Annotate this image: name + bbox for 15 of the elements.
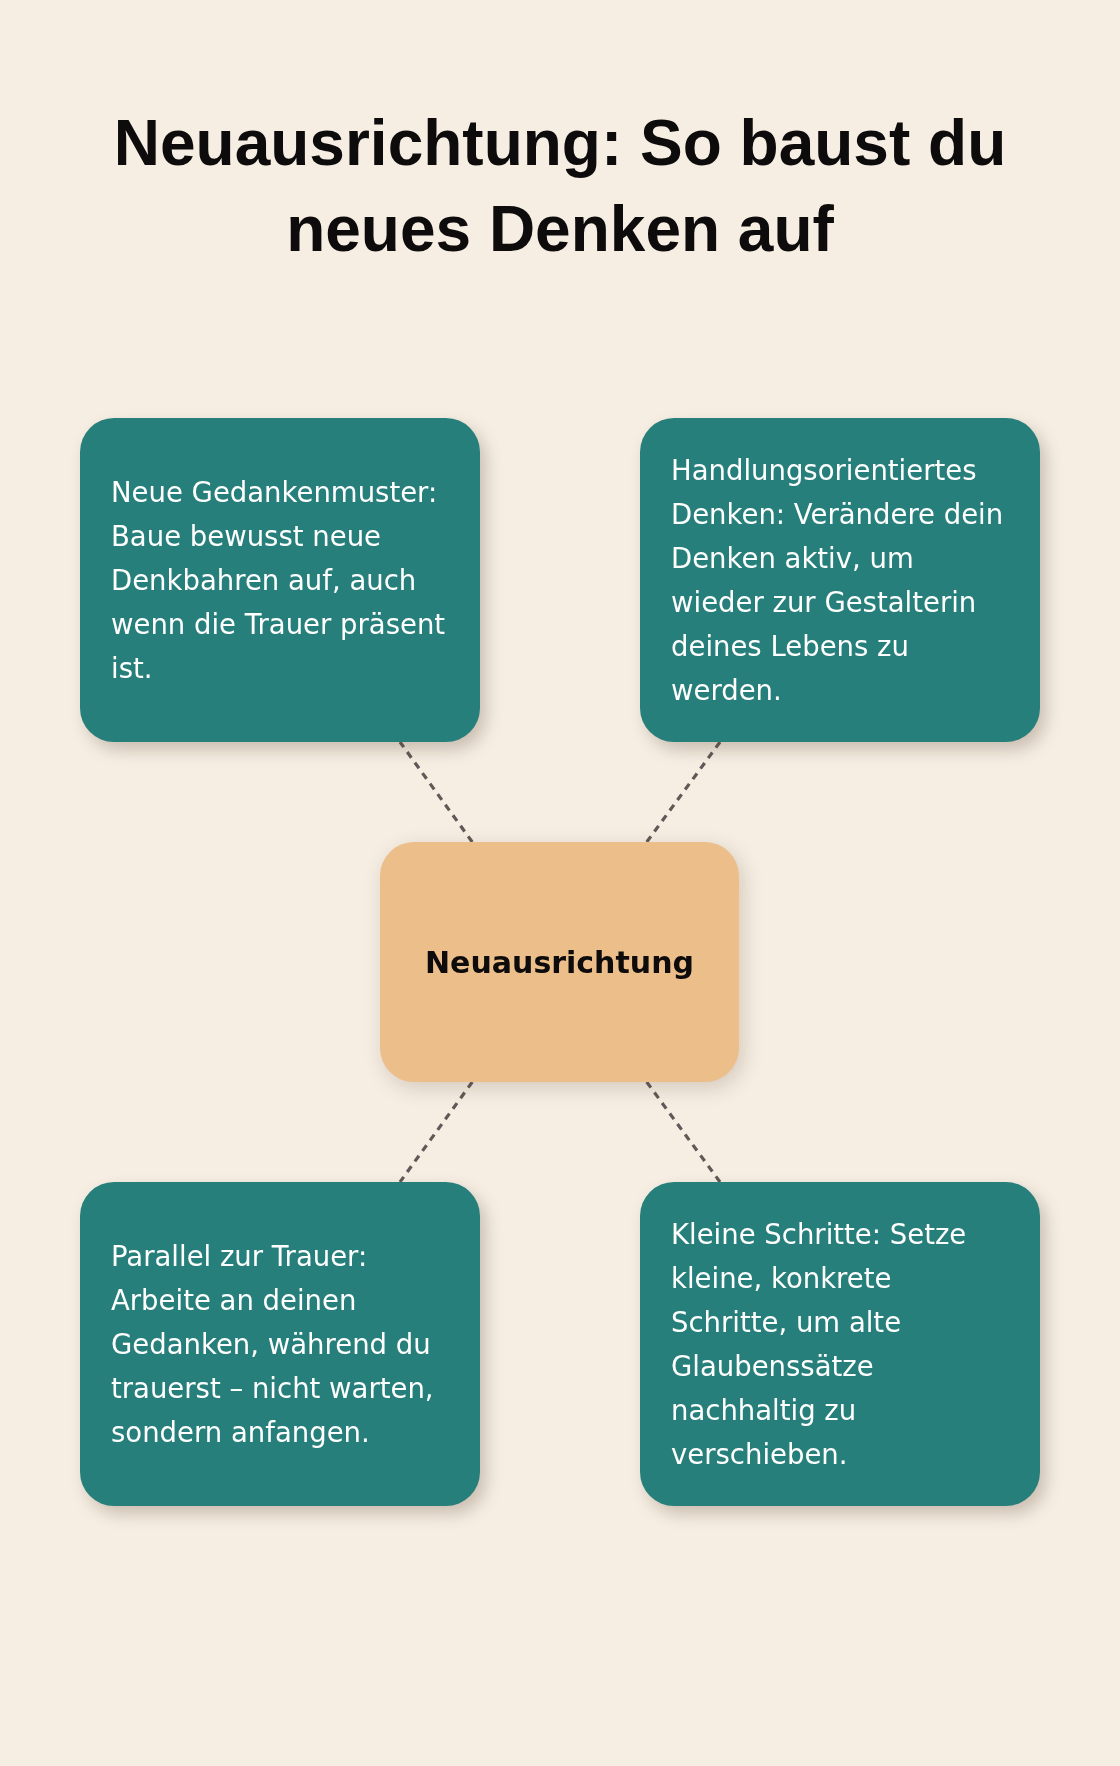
card-text: Kleine Schritte: Setze kleine, konkrete Schritte, um alte Glaubenssätze nachhaltig zu verschieben. (671, 1217, 968, 1472)
central-label: Neuausrichtung (425, 944, 694, 980)
text-card (80, 418, 480, 742)
text-card (80, 1182, 480, 1506)
dotted-connector (645, 1081, 722, 1183)
card-text: Parallel zur Trauer: Arbeite an deinen Gedanken, während du trauerst – nicht warten, sondern anfangen. (111, 1239, 435, 1450)
text-card (640, 1182, 1040, 1506)
text-card (640, 418, 1040, 742)
dotted-connector (398, 1081, 474, 1183)
title: Neuausrichtung: So baust du neues Denken auf (112, 106, 1008, 267)
dotted-connector (398, 741, 474, 843)
dotted-connector (645, 741, 722, 843)
card-text: Neue Gedankenmuster: Baue bewusst neue Denkbahren auf, auch wenn die Trauer präsent ist. (111, 475, 447, 686)
central-box (380, 842, 739, 1082)
card-text: Handlungsorientiertes Denken: Verändere dein Denken aktiv, um wieder zur Gestalterin deines Lebens zu werden. (671, 453, 1005, 708)
